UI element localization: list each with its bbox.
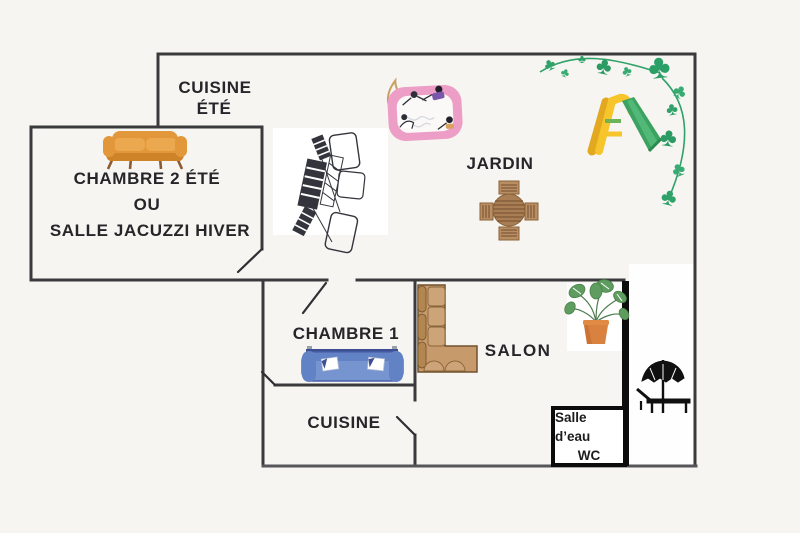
label-cuisine: CUISINE bbox=[307, 413, 381, 432]
label-chambre2-line2: OU bbox=[133, 195, 161, 214]
label-cuisine-ete-line2: ÉTÉ bbox=[196, 99, 232, 118]
door-leaf-chambre2 bbox=[236, 247, 264, 274]
label-chambre2-line3: SALLE JACUZZI HIVER bbox=[49, 221, 251, 240]
label-jardin: JARDIN bbox=[466, 154, 534, 173]
door-leaf-cuisine-left bbox=[260, 370, 277, 387]
wall-thick bbox=[622, 281, 629, 466]
label-cuisine-ete-line1: CUISINE bbox=[178, 78, 252, 97]
label-salon: SALON bbox=[484, 341, 552, 360]
label-chambre1: CHAMBRE 1 bbox=[292, 324, 400, 343]
door-leaf-chambre1 bbox=[301, 281, 328, 315]
clover-icon: ♣ bbox=[578, 52, 586, 66]
label-salle-eau: Salle d’eau bbox=[555, 410, 591, 444]
salle-eau-room: Salle d’eau WC bbox=[551, 406, 627, 467]
door-leaf-cuisine-right bbox=[395, 415, 417, 437]
label-chambre2-line1: CHAMBRE 2 ÉTÉ bbox=[73, 169, 221, 188]
label-wc: WC bbox=[577, 448, 601, 463]
